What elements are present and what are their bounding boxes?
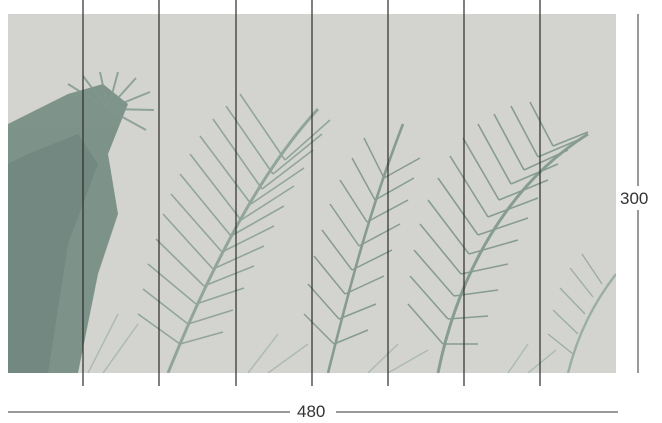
feather-leaf-center: [137, 93, 331, 373]
feather-leaf-right: [407, 101, 589, 373]
left-palm-mass: [8, 84, 128, 373]
height-dimension-label: 300: [619, 189, 650, 209]
wallpaper-mural-image: [8, 14, 616, 373]
width-dimension-label: 480: [293, 402, 330, 422]
palm-leaves-illustration: [8, 14, 616, 373]
fan-palm-top-left: [67, 71, 155, 131]
feather-leaf-far-right: [547, 253, 616, 373]
feather-leaf-mid-right: [303, 123, 421, 373]
bottom-fronds: [87, 313, 557, 373]
